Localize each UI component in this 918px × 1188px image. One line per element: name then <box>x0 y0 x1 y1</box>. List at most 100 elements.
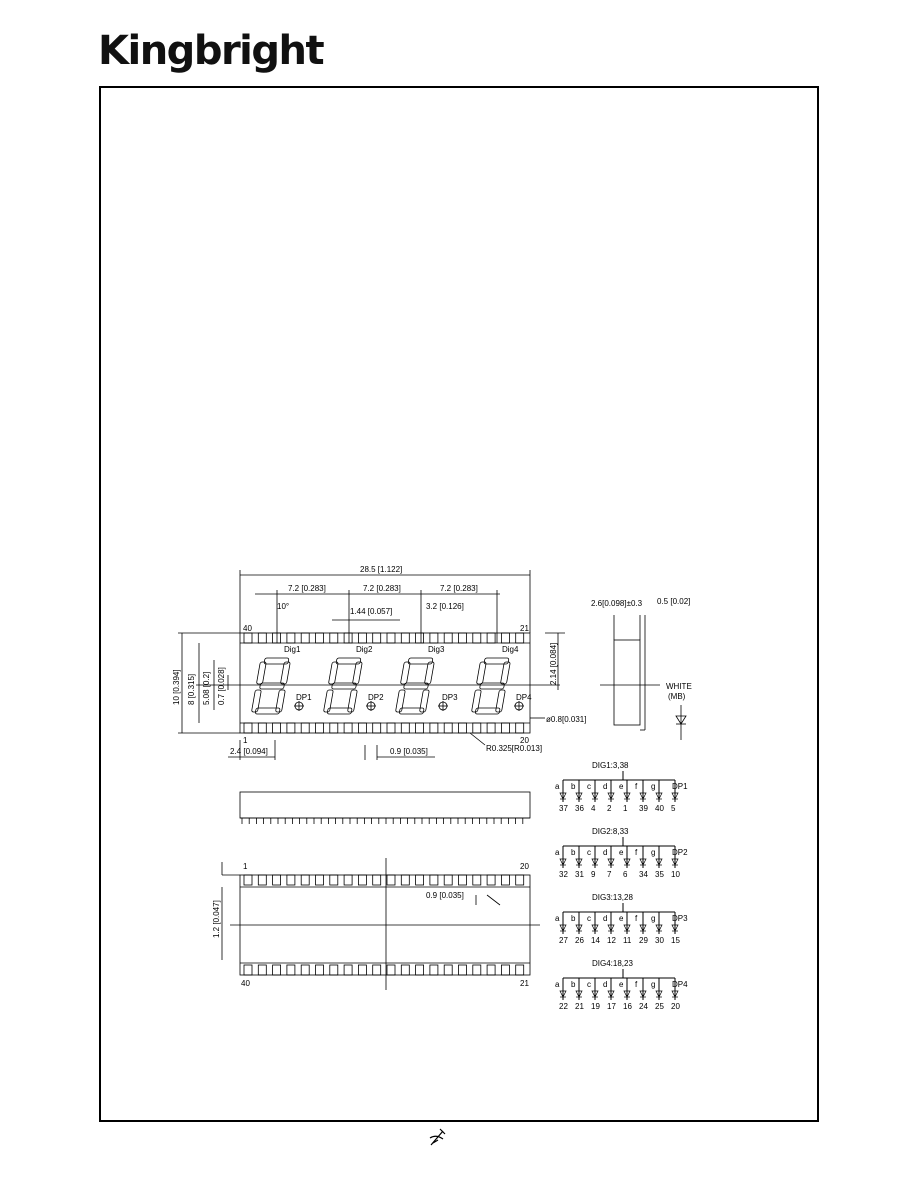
pin-label: 5 <box>671 804 676 813</box>
pin-label: 16 <box>623 1002 632 1011</box>
circuit-title: DIG2:8,33 <box>592 827 629 836</box>
segment-label: b <box>571 782 576 791</box>
pin-tooth <box>272 632 282 644</box>
segment <box>327 707 353 715</box>
pin-tooth <box>357 874 367 886</box>
pin-tooth <box>243 632 253 644</box>
pin-tooth <box>515 964 525 976</box>
bv-pin-21: 21 <box>520 979 529 988</box>
segment <box>424 661 435 685</box>
segment <box>476 661 487 685</box>
bv-pitch: 0.9 [0.035] <box>426 891 464 900</box>
diode-symbol <box>623 990 631 998</box>
pin-label: 24 <box>639 1002 648 1011</box>
pin-tooth <box>515 874 525 886</box>
diode-symbol <box>655 858 663 866</box>
dim-radius: R0.325[R0.013] <box>486 744 542 753</box>
pin-tooth <box>443 632 453 644</box>
dim-pin-pitch: 0.9 [0.035] <box>390 747 428 756</box>
pin-tooth <box>243 964 253 976</box>
diode-symbol <box>559 792 567 800</box>
pin-tooth <box>372 874 382 886</box>
digit-3 <box>395 657 435 715</box>
diode-symbol <box>607 924 615 932</box>
segment-label: d <box>603 782 607 791</box>
pin-label: 39 <box>639 804 648 813</box>
pin-tooth <box>486 722 496 734</box>
segment <box>323 689 334 713</box>
digit-group <box>251 657 524 715</box>
pin-label: 2 <box>607 804 612 813</box>
pin-label: 15 <box>671 936 680 945</box>
dp3-label: DP3 <box>442 693 458 702</box>
pin-label: 4 <box>591 804 596 813</box>
pin-label: 30 <box>655 936 664 945</box>
pin-tooth <box>458 722 467 734</box>
diode-symbol <box>655 990 663 998</box>
segment-label: f <box>635 782 638 791</box>
pin-label: 10 <box>671 870 680 879</box>
pin-tooth <box>272 874 282 886</box>
segment <box>335 657 362 665</box>
pin-label: 12 <box>607 936 616 945</box>
diode-symbol <box>591 792 599 800</box>
segment <box>407 657 434 665</box>
pin-tooth <box>372 632 382 644</box>
pin-label: 29 <box>639 936 648 945</box>
dim-pitch1: 7.2 [0.283] <box>288 584 326 593</box>
pin-tooth <box>415 964 425 976</box>
bv-pin-1: 1 <box>243 862 248 871</box>
diode-symbol <box>639 924 647 932</box>
diode-symbol <box>655 792 663 800</box>
diode-symbol <box>671 858 679 866</box>
segment-label: g <box>651 848 655 857</box>
segment-label: g <box>651 914 655 923</box>
dim-char-height: 3.2 [0.126] <box>426 602 464 611</box>
pin-label: 19 <box>591 1002 600 1011</box>
segment-label: d <box>603 914 607 923</box>
pin-tooth <box>386 632 396 644</box>
segment-label: c <box>587 914 591 923</box>
pin-tooth <box>472 632 482 644</box>
side-thickness: 2.6[0.098]±0.3 <box>591 599 643 608</box>
segment <box>395 689 406 713</box>
diode-symbol <box>559 990 567 998</box>
pin-tooth <box>443 874 453 886</box>
pin-tooth <box>357 722 367 734</box>
pin-tooth <box>329 874 339 886</box>
segment <box>275 689 286 713</box>
side-lead: 0.5 [0.02] <box>657 597 690 606</box>
dig3-label: Dig3 <box>428 645 445 654</box>
pin-tooth <box>386 964 396 976</box>
pin-tooth <box>415 632 425 644</box>
dim-angle: 10° <box>277 602 289 611</box>
pin-tooth <box>400 874 410 886</box>
diode-symbol <box>575 990 583 998</box>
diode-symbol <box>623 858 631 866</box>
circuit-diagrams: DIG1:3,38a37b36c4d2e1f39g40DP15DIG2:8,33… <box>555 761 688 1011</box>
diode-symbol <box>575 792 583 800</box>
pin-tooth <box>443 722 453 734</box>
segment-label: a <box>555 782 560 791</box>
pin-tooth <box>300 632 310 644</box>
pin-label: 20 <box>671 1002 680 1011</box>
pin-group <box>241 632 525 976</box>
segment-label: f <box>635 914 638 923</box>
pin-tooth <box>243 874 253 886</box>
pin-tooth <box>500 722 510 734</box>
segment-label: g <box>651 980 655 989</box>
dp1-label: DP1 <box>296 693 312 702</box>
diode-symbol <box>639 990 647 998</box>
pin-num-1: 1 <box>243 736 248 745</box>
diode-symbol <box>591 858 599 866</box>
pin-label: 31 <box>575 870 584 879</box>
pin-label: 25 <box>655 1002 664 1011</box>
pin-num-40: 40 <box>243 624 252 633</box>
dim-seg-width: 1.44 [0.057] <box>350 607 392 616</box>
segment-label: a <box>555 914 560 923</box>
pin-tooth <box>286 964 296 976</box>
pin-tooth <box>329 964 339 976</box>
dim-pitch3: 7.2 [0.283] <box>440 584 478 593</box>
